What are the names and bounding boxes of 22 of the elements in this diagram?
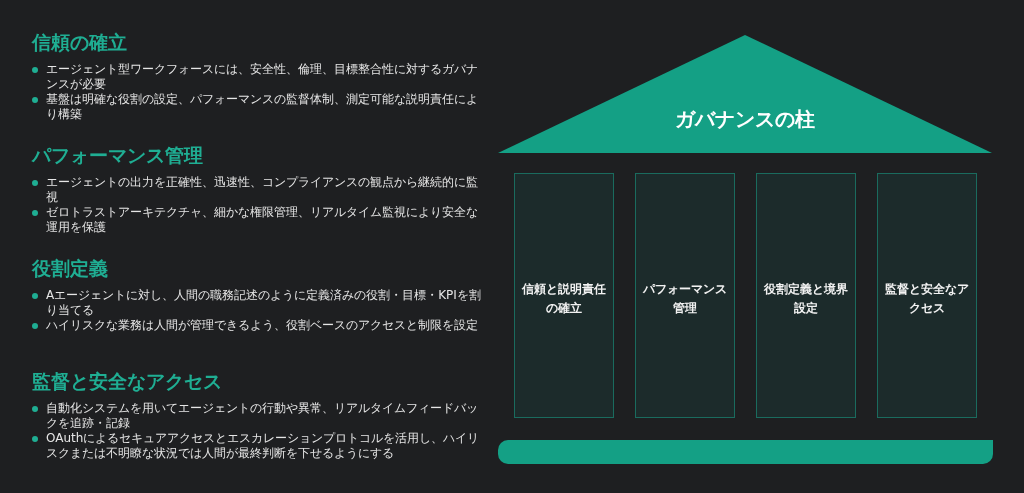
section-heading: 役割定義 xyxy=(32,256,108,281)
section-heading: 信頼の確立 xyxy=(32,30,127,55)
pillar xyxy=(514,173,614,418)
bullet-text: エージェントの出力を正確性、迅速性、コンプライアンスの観点から継続的に監視 xyxy=(46,175,479,205)
pillar xyxy=(635,173,735,418)
section-heading: パフォーマンス管理 xyxy=(32,143,203,168)
pillar xyxy=(756,173,856,418)
pillar-label: パフォーマンス管理 xyxy=(642,280,728,317)
pillar-label: 信頼と説明責任の確立 xyxy=(520,280,607,317)
bullet-text: 自動化システムを用いてエージェントの行動や異常、リアルタイムフィードバックを追跡・記録 xyxy=(46,401,479,431)
bullet-text: 基盤は明確な役割の設定、パフォーマンスの監督体制、測定可能な説明責任により構築 xyxy=(46,92,479,122)
pillar-label: 監督と安全なアクセス xyxy=(884,280,970,317)
base-bar xyxy=(498,440,993,464)
section-heading: 監督と安全なアクセス xyxy=(32,369,222,394)
pillar xyxy=(877,173,977,418)
bullet-text: ゼロトラストアーキテクチャ、細かな権限管理、リアルタイム監視により安全な運用を保護 xyxy=(46,205,479,235)
bullet-text: ハイリスクな業務は人間が管理できるよう、役割ベースのアクセスと制限を設定 xyxy=(46,318,479,333)
bullet-text: エージェント型ワークフォースには、安全性、倫理、目標整合性に対するガバナンスが必要 xyxy=(46,62,479,92)
roof-title: ガバナンスの柱 xyxy=(675,105,815,133)
bullet-text: OAuthによるセキュアアクセスとエスカレーションプロトコルを活用し、ハイリスクまたは不明瞭な状況では人間が最終判断を下せるようにする xyxy=(46,431,481,461)
bullet-text: Aエージェントに対し、人間の職務記述のように定義済みの役割・目標・KPIを割り当てる xyxy=(46,288,482,318)
pillar-label: 役割定義と境界設定 xyxy=(763,280,849,317)
